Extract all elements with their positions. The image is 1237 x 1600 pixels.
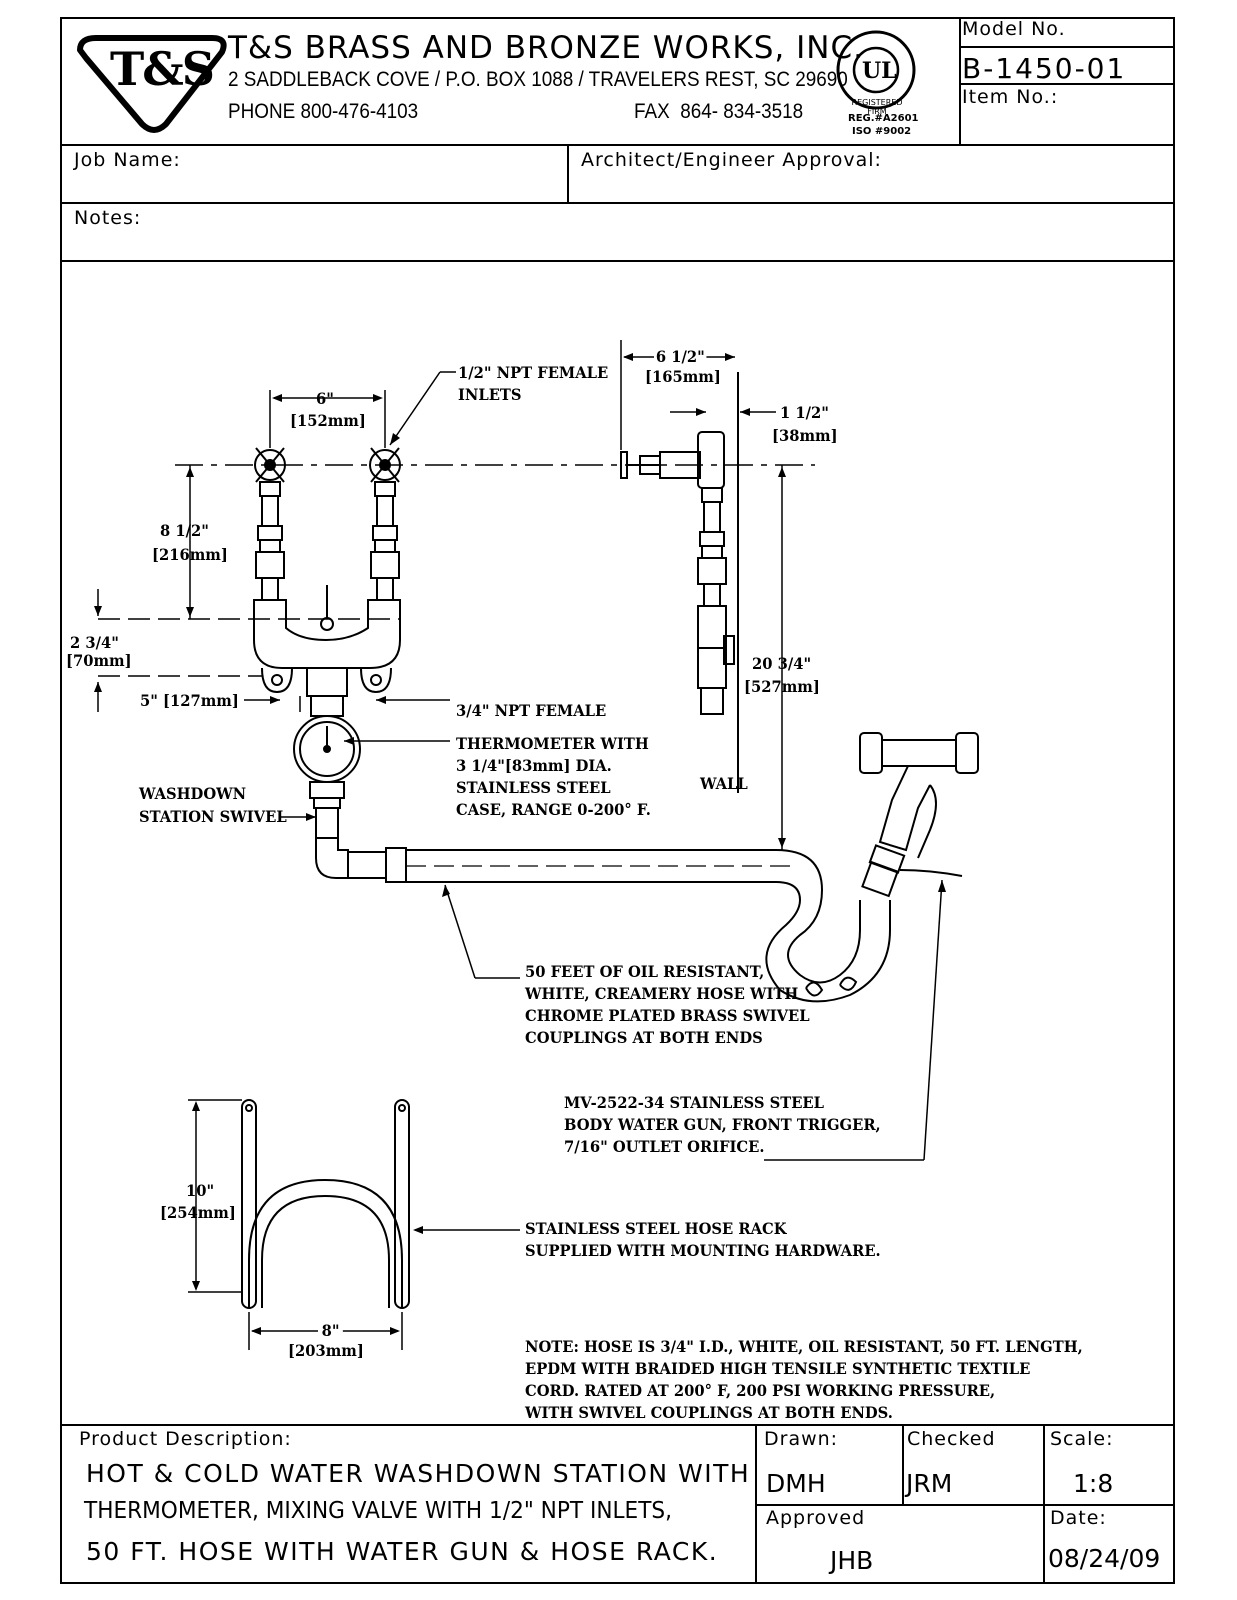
dim-216-mm: [216mm] [152, 545, 228, 564]
drawn-value: DMH [766, 1469, 826, 1498]
dim-2-75-in: 2 3/4" [70, 633, 119, 652]
product-description-line-1: HOT & COLD WATER WASHDOWN STATION WITH [86, 1459, 751, 1488]
company-logo [77, 35, 227, 133]
water-gun-note: MV-2522-34 STAINLESS STEEL BODY WATER GU… [564, 1093, 881, 1156]
company-address: 2 SADDLEBACK COVE / P.O. BOX 1088 / TRAV… [228, 68, 848, 91]
inlets-label-2: INLETS [458, 385, 522, 404]
model-label: Model No. [962, 18, 1066, 40]
ul-ring-text: REGISTERED FIRM [851, 98, 903, 116]
dim-8-in: 8" [318, 1320, 344, 1342]
approved-label: Approved [766, 1507, 866, 1529]
dimension-arrows [94, 353, 946, 1335]
dim-6-in: 6" [316, 389, 334, 408]
logo-text: T&S [110, 42, 215, 96]
date-label: Date: [1050, 1507, 1107, 1529]
product-description-label: Product Description: [79, 1428, 292, 1450]
dim-6-5-in: 6 1/2" [654, 346, 707, 368]
dimension-lines [97, 340, 943, 1350]
product-description-line-2: THERMOMETER, MIXING VALVE WITH 1/2" NPT … [84, 1498, 673, 1524]
checked-value: JRM [906, 1469, 953, 1498]
notes-label: Notes: [74, 207, 142, 229]
architect-approval-label: Architect/Engineer Approval: [581, 149, 882, 171]
model-number: B-1450-01 [962, 52, 1127, 85]
dim-152-mm: [152mm] [290, 411, 366, 430]
thermometer-note: THERMOMETER WITH 3 1/4"[83mm] DIA. STAIN… [456, 734, 651, 819]
iso-number: ISO #9002 [852, 126, 912, 137]
hose-note: 50 FEET OF OIL RESISTANT, WHITE, CREAMER… [525, 962, 810, 1047]
dim-8-5-in: 8 1/2" [160, 521, 209, 540]
company-fax: FAX 864- 834-3518 [634, 100, 804, 123]
ul-mark-text: UL [862, 58, 897, 84]
checked-label: Checked [907, 1428, 996, 1450]
dim-527-mm: [527mm] [744, 677, 820, 696]
hose-spec-note: NOTE: HOSE IS 3/4" I.D., WHITE, OIL RESI… [525, 1337, 1083, 1422]
dim-5-in: 5" [127mm] [140, 691, 239, 710]
drawn-label: Drawn: [764, 1428, 839, 1450]
dim-20-75-in: 20 3/4" [752, 654, 812, 673]
scale-label: Scale: [1050, 1428, 1114, 1450]
architect-approval-field[interactable] [900, 149, 1160, 175]
dim-1-5-in: 1 1/2" [780, 403, 829, 422]
dim-38-mm: [38mm] [772, 426, 838, 445]
approved-value: JHB [830, 1546, 874, 1575]
company-phone: PHONE 800-476-4103 [228, 100, 419, 123]
job-name-label: Job Name: [74, 149, 181, 171]
dim-165-mm: [165mm] [645, 367, 721, 386]
swivel-label-2: STATION SWIVEL [139, 807, 287, 826]
date-value: 08/24/09 [1048, 1544, 1161, 1573]
dim-70-mm: [70mm] [66, 651, 132, 670]
hose-rack [241, 1099, 410, 1309]
item-number-field[interactable] [1060, 86, 1160, 110]
water-gun [859, 732, 979, 898]
hose-rack-note: STAINLESS STEEL HOSE RACK SUPPLIED WITH … [525, 1219, 881, 1260]
reg-number: REG.#A2601 [848, 113, 919, 124]
swivel-label-1: WASHDOWN [139, 784, 247, 803]
side-view-assembly [620, 372, 739, 793]
wall-label: WALL [700, 774, 748, 793]
dim-203-mm: [203mm] [288, 1341, 364, 1360]
outlet-label: 3/4" NPT FEMALE [456, 701, 607, 720]
item-label: Item No.: [962, 86, 1059, 108]
notes-field[interactable] [150, 207, 1150, 233]
dim-10-in: 10" [186, 1181, 215, 1200]
ul-certification-icon [836, 30, 916, 110]
job-name-field[interactable] [200, 149, 550, 175]
scale-value: 1:8 [1073, 1469, 1114, 1498]
dim-254-mm: [254mm] [160, 1203, 236, 1222]
product-description-line-3: 50 FT. HOSE WITH WATER GUN & HOSE RACK. [86, 1537, 719, 1566]
inlets-label-1: 1/2" NPT FEMALE [458, 363, 609, 382]
mixing-valve-assembly [175, 447, 891, 1003]
company-name: T&S BRASS AND BRONZE WORKS, INC. [228, 30, 864, 66]
